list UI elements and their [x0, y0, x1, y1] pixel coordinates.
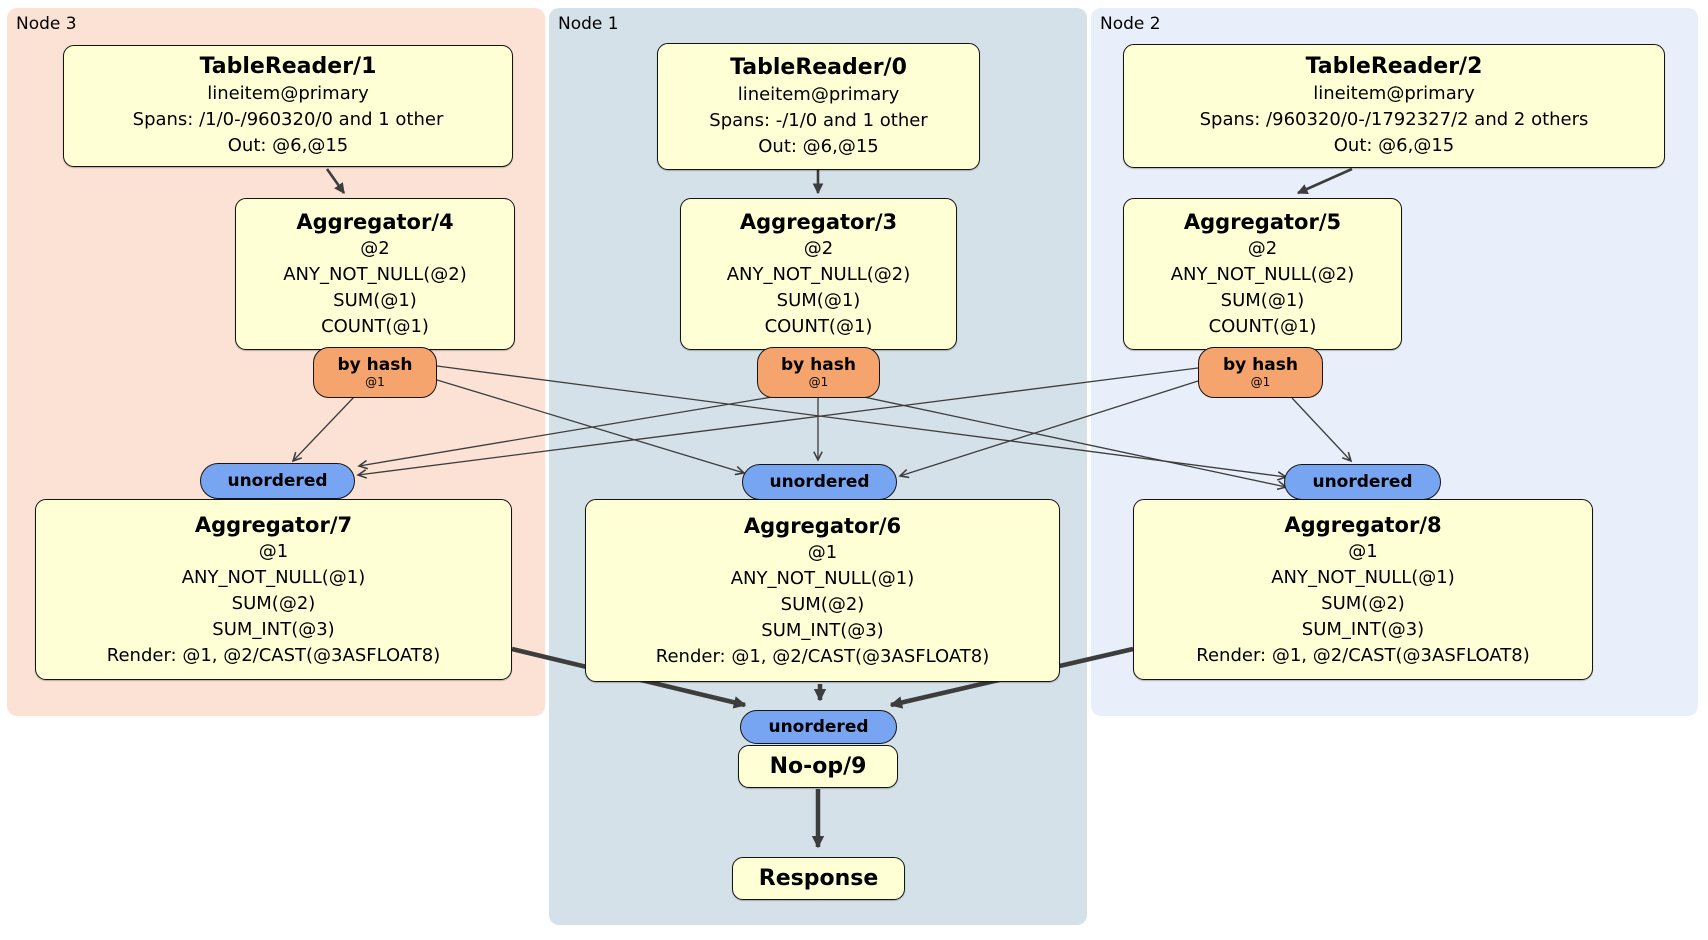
unordered-sync-6: unordered [742, 464, 897, 500]
aggregator-6-fn3: SUM_INT(@3) [761, 619, 884, 641]
tablereader-2-box: TableReader/2 lineitem@primary Spans: /9… [1123, 44, 1665, 168]
by-hash-router-4-key: @1 [365, 375, 385, 389]
by-hash-router-3-label: by hash [781, 355, 856, 375]
tablereader-0-out: Out: @6,@15 [758, 135, 879, 157]
by-hash-router-3: by hash @1 [757, 347, 880, 398]
tablereader-0-index: lineitem@primary [737, 83, 900, 105]
aggregator-7-title: Aggregator/7 [194, 512, 353, 537]
by-hash-router-5-key: @1 [1250, 375, 1271, 389]
node2-label: Node 2 [1100, 14, 1161, 34]
aggregator-6-title: Aggregator/6 [743, 513, 902, 538]
aggregator-7-fn1: ANY_NOT_NULL(@1) [181, 566, 366, 588]
aggregator-4-fn3: COUNT(@1) [321, 316, 429, 337]
unordered-sync-7: unordered [200, 463, 355, 499]
aggregator-3-title: Aggregator/3 [739, 210, 898, 234]
aggregator-5-fn1: ANY_NOT_NULL(@2) [1170, 264, 1355, 285]
aggregator-8-render: Render: @1, @2/CAST(@3ASFLOAT8) [1196, 644, 1530, 666]
noop-9-title: No-op/9 [769, 753, 867, 779]
aggregator-4-group: @2 [360, 238, 390, 259]
aggregator-7-group: @1 [258, 540, 289, 562]
unordered-sync-9: unordered [740, 710, 897, 744]
aggregator-7-render: Render: @1, @2/CAST(@3ASFLOAT8) [106, 644, 441, 666]
aggregator-3-fn2: SUM(@1) [776, 290, 861, 311]
aggregator-6-group: @1 [807, 541, 838, 563]
tablereader-0-title: TableReader/0 [730, 54, 907, 80]
aggregator-5-title: Aggregator/5 [1183, 210, 1342, 234]
aggregator-7-fn2: SUM(@2) [231, 592, 316, 614]
aggregator-3-fn1: ANY_NOT_NULL(@2) [726, 264, 911, 285]
unordered-sync-8-label: unordered [1312, 472, 1413, 492]
aggregator-5-fn2: SUM(@1) [1220, 290, 1305, 311]
by-hash-router-4: by hash @1 [313, 347, 437, 398]
aggregator-5-fn3: COUNT(@1) [1208, 316, 1317, 337]
aggregator-5-group: @2 [1247, 238, 1278, 259]
tablereader-0-spans: Spans: -/1/0 and 1 other [709, 109, 928, 131]
aggregator-3-fn3: COUNT(@1) [764, 316, 873, 337]
aggregator-6-render: Render: @1, @2/CAST(@3ASFLOAT8) [655, 645, 990, 667]
aggregator-8-fn1: ANY_NOT_NULL(@1) [1271, 566, 1455, 588]
by-hash-router-3-key: @1 [808, 375, 829, 389]
aggregator-8-box: Aggregator/8 @1 ANY_NOT_NULL(@1) SUM(@2)… [1133, 499, 1593, 680]
aggregator-4-fn2: SUM(@1) [333, 290, 417, 311]
by-hash-router-4-label: by hash [337, 355, 413, 375]
aggregator-6-fn2: SUM(@2) [780, 593, 865, 615]
tablereader-2-out: Out: @6,@15 [1333, 135, 1455, 156]
aggregator-8-fn2: SUM(@2) [1321, 592, 1405, 614]
aggregator-8-fn3: SUM_INT(@3) [1301, 618, 1425, 640]
unordered-sync-6-label: unordered [769, 472, 870, 492]
unordered-sync-8: unordered [1284, 464, 1441, 500]
node3-label: Node 3 [16, 14, 77, 34]
aggregator-8-title: Aggregator/8 [1284, 512, 1442, 537]
tablereader-2-spans: Spans: /960320/0-/1792327/2 and 2 others [1199, 109, 1589, 130]
node1-label: Node 1 [558, 14, 619, 34]
aggregator-6-box: Aggregator/6 @1 ANY_NOT_NULL(@1) SUM(@2)… [585, 499, 1060, 682]
aggregator-8-group: @1 [1348, 540, 1378, 562]
noop-9-box: No-op/9 [738, 745, 898, 788]
aggregator-6-fn1: ANY_NOT_NULL(@1) [730, 567, 915, 589]
response-title: Response [758, 865, 879, 891]
aggregator-7-fn3: SUM_INT(@3) [212, 618, 335, 640]
aggregator-7-box: Aggregator/7 @1 ANY_NOT_NULL(@1) SUM(@2)… [35, 499, 512, 680]
aggregator-3-box: Aggregator/3 @2 ANY_NOT_NULL(@2) SUM(@1)… [680, 198, 957, 350]
by-hash-router-5: by hash @1 [1198, 347, 1323, 398]
aggregator-3-group: @2 [803, 238, 834, 259]
tablereader-1-spans: Spans: /1/0-/960320/0 and 1 other [132, 109, 444, 130]
aggregator-4-fn1: ANY_NOT_NULL(@2) [283, 264, 467, 285]
tablereader-2-title: TableReader/2 [1305, 54, 1483, 79]
tablereader-1-index: lineitem@primary [207, 83, 369, 104]
aggregator-4-title: Aggregator/4 [296, 210, 454, 234]
tablereader-1-out: Out: @6,@15 [227, 135, 349, 156]
by-hash-router-5-label: by hash [1223, 355, 1298, 375]
tablereader-1-box: TableReader/1 lineitem@primary Spans: /1… [63, 45, 513, 167]
tablereader-2-index: lineitem@primary [1313, 83, 1475, 104]
tablereader-0-box: TableReader/0 lineitem@primary Spans: -/… [657, 43, 980, 170]
response-box: Response [732, 857, 905, 900]
aggregator-4-box: Aggregator/4 @2 ANY_NOT_NULL(@2) SUM(@1)… [235, 198, 515, 350]
unordered-sync-9-label: unordered [768, 717, 869, 737]
unordered-sync-7-label: unordered [227, 471, 328, 491]
tablereader-1-title: TableReader/1 [199, 54, 377, 79]
aggregator-5-box: Aggregator/5 @2 ANY_NOT_NULL(@2) SUM(@1)… [1123, 198, 1402, 350]
